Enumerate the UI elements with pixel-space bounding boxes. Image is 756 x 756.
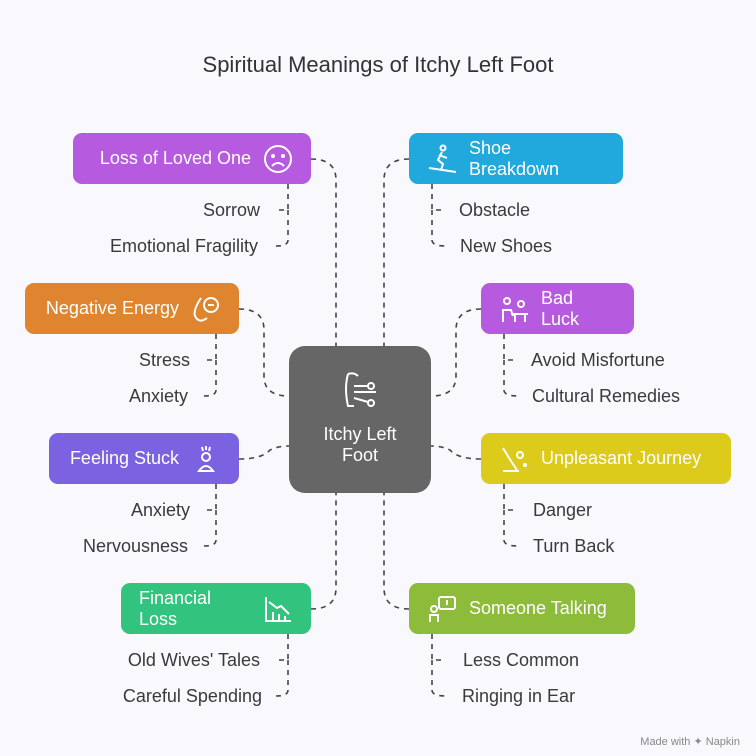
sub-item: Anxiety	[130, 500, 190, 520]
sub-item: Careful Spending	[122, 686, 262, 706]
branch-loss-of-loved-one: Loss of Loved One	[73, 133, 311, 184]
branch-label: Someone Talking	[469, 598, 607, 618]
connector-journey	[430, 445, 482, 460]
sub-item: Cultural Remedies	[532, 386, 681, 406]
sub-connector	[431, 184, 447, 247]
central-label-line2: Foot	[341, 445, 379, 465]
branch-label: Negative Energy	[45, 298, 179, 318]
diagram-title: Spiritual Meanings of Itchy Left Foot	[202, 52, 554, 77]
branch-label: Unpleasant Journey	[541, 448, 702, 468]
branch-label: Loss of Loved One	[99, 148, 251, 168]
branch-bad-luck: Bad Luck	[481, 283, 634, 334]
drop-minus-icon	[191, 294, 221, 324]
sub-item: Sorrow	[202, 200, 260, 220]
sub-item: Emotional Fragility	[109, 236, 258, 256]
sub-item: Ringing in Ear	[462, 686, 576, 706]
slope-icon	[499, 444, 529, 474]
foot-network-icon	[338, 368, 382, 412]
sub-item: Obstacle	[459, 200, 531, 220]
central-label-line1: Itchy Left	[323, 424, 397, 444]
sub-item: Stress	[138, 350, 190, 370]
sub-connector	[275, 634, 289, 697]
central-node: Itchy Left Foot	[289, 346, 431, 493]
connector-talking	[383, 493, 410, 610]
sub-item: Danger	[533, 500, 593, 520]
branch-label: Shoe Breakdown	[469, 137, 560, 179]
sub-connector	[503, 484, 519, 547]
branch-label: Financial Loss	[139, 587, 212, 629]
connector-shoe	[383, 158, 410, 346]
sad-face-icon	[263, 144, 293, 174]
branch-label: Feeling Stuck	[69, 448, 179, 468]
stressed-person-icon	[191, 444, 221, 474]
sub-item: Avoid Misfortune	[531, 350, 665, 370]
branch-negative-energy: Negative Energy	[25, 283, 239, 334]
branch-shoe-breakdown: Shoe Breakdown	[409, 133, 623, 184]
connector-badluck	[430, 308, 482, 397]
walker-icon	[427, 144, 457, 174]
napkin-attribution[interactable]: Made with ✦ Napkin	[640, 736, 740, 748]
branch-someone-talking: Someone Talking	[409, 583, 635, 634]
branch-unpleasant-journey: Unpleasant Journey	[481, 433, 731, 484]
connector-stuck	[238, 445, 290, 460]
speech-person-icon	[427, 594, 457, 624]
connector-negative	[238, 308, 290, 397]
sub-connector	[203, 334, 217, 397]
sub-connector	[275, 184, 289, 247]
sub-connector	[431, 634, 447, 697]
sub-item: Less Common	[463, 650, 580, 670]
branch-financial-loss: Financial Loss	[121, 583, 311, 634]
sub-item: Nervousness	[82, 536, 188, 556]
sub-item: Turn Back	[533, 536, 615, 556]
sub-connector	[203, 484, 217, 547]
branch-label: Bad Luck	[541, 287, 580, 329]
people-table-icon	[499, 294, 529, 324]
connector-loss	[310, 158, 337, 346]
sub-item: New Shoes	[460, 236, 553, 256]
sub-item: Anxiety	[128, 386, 188, 406]
sub-item: Old Wives' Tales	[127, 650, 260, 670]
connector-financial	[310, 493, 337, 610]
declining-chart-icon	[263, 594, 293, 624]
branch-feeling-stuck: Feeling Stuck	[49, 433, 239, 484]
sub-connector	[503, 334, 519, 397]
